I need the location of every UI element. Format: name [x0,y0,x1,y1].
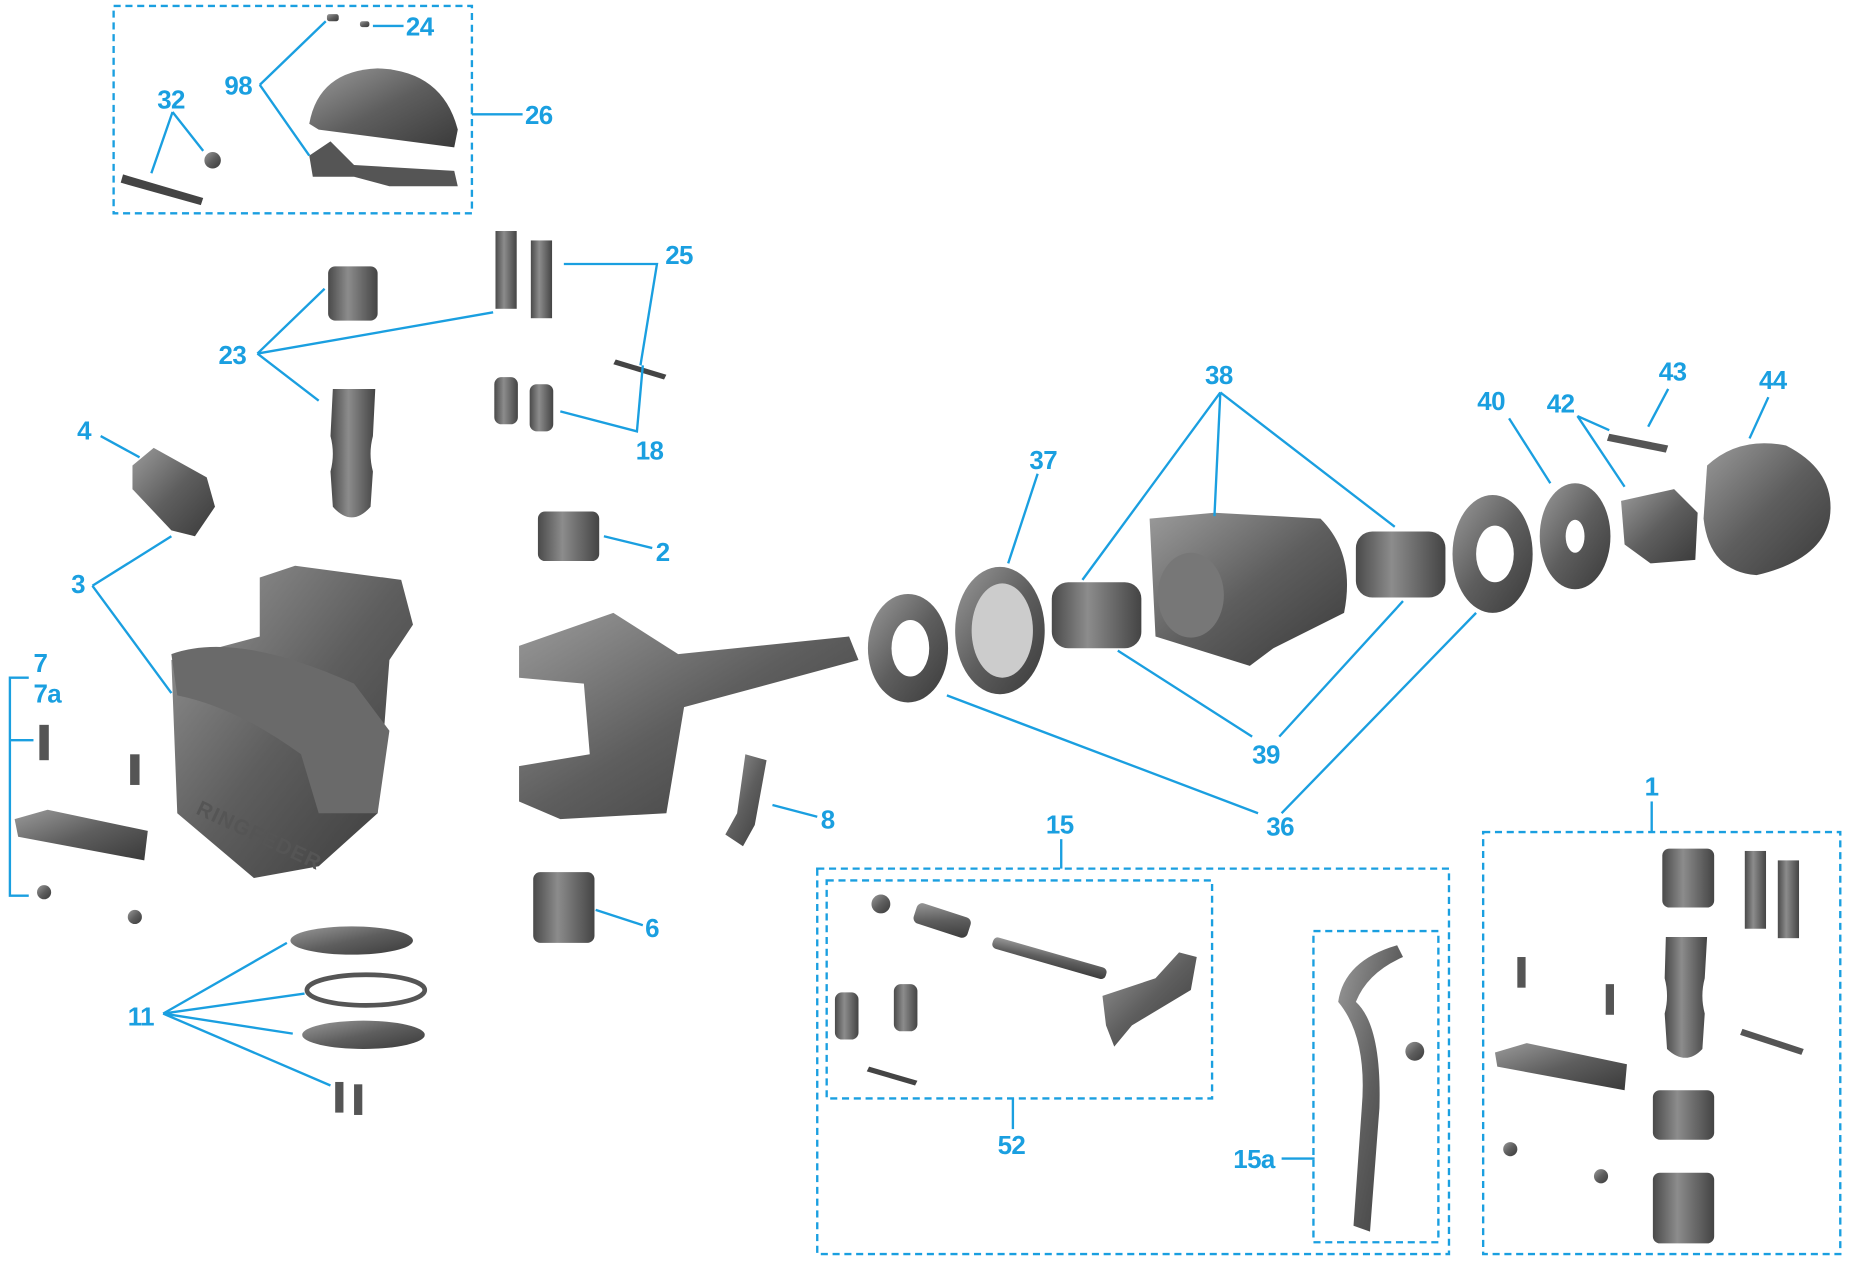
group-box-15 [816,867,1451,1256]
part-screw-1b [1605,984,1614,1015]
part-screw-24a [326,14,339,22]
label-7: 7 [33,650,47,678]
part-bearing-39a [1051,582,1142,649]
label-6: 6 [645,915,659,943]
label-25: 25 [665,242,693,270]
part-bushing-6 [533,872,595,943]
part-ball-52 [871,894,891,914]
part-nut-1b [1593,1169,1609,1184]
part-shaft-52 [992,937,1107,979]
part-clip-8 [725,754,767,847]
part-lever-52 [1102,952,1197,1047]
label-26: 26 [525,102,553,130]
part-bushing-18a [494,377,518,425]
label-24: 24 [406,13,435,41]
part-screw-7b [130,754,140,785]
part-bushing-52b [893,984,918,1032]
label-3: 3 [71,571,85,599]
label-42: 42 [1547,391,1575,419]
part-bushing-52a [834,992,859,1040]
label-8: 8 [821,807,835,835]
part-lever-98 [309,141,458,187]
part-cap-44 [1703,443,1831,576]
label-52: 52 [998,1132,1026,1160]
part-screw-24b [359,21,370,28]
part-cotter-1 [1740,1028,1804,1055]
part-spring-1b [1777,860,1800,939]
group-box-1 [1481,830,1842,1256]
part-nut-15a [1405,1041,1425,1061]
group-box-15a [1312,929,1440,1244]
part-pin-1 [1664,936,1708,1058]
part-sleeve-1 [1662,848,1715,908]
part-bolt-11a [335,1081,344,1113]
part-bushing-1a [1652,1090,1715,1140]
label-7a: 7a [33,680,62,708]
part-bolt-11b [354,1084,363,1115]
part-nut-32 [204,152,221,169]
part-sleeve-23 [328,266,378,321]
part-labels: 24 98 26 32 25 23 18 4 2 3 7 7a 8 6 11 3… [33,13,1788,1174]
label-11: 11 [128,1003,154,1031]
part-bolt-32 [120,174,204,206]
label-1: 1 [1645,774,1659,802]
part-cotter-43 [1606,433,1669,453]
part-spindle [519,612,859,820]
part-bracket-4 [132,447,215,537]
part-handle-15a [1338,945,1404,1232]
label-38: 38 [1205,362,1233,390]
part-nut-7b [127,909,142,925]
label-4: 4 [77,418,92,446]
part-ring-11 [304,972,428,1008]
part-bearing-39b [1355,531,1446,598]
label-37: 37 [1029,447,1057,475]
part-pin-52 [866,1066,918,1086]
label-36: 36 [1266,814,1294,842]
label-43: 43 [1659,359,1687,387]
part-spring-1a [1744,850,1767,929]
part-nut-1a [1503,1142,1518,1157]
part-pin-23 [330,388,376,518]
part-screw-7a [39,724,49,761]
leader-lines [8,20,1770,1160]
part-plate-11 [290,926,413,955]
part-spring-25b [530,240,553,319]
group-box-52 [825,879,1214,1100]
label-39: 39 [1252,742,1280,770]
part-disc-11 [302,1020,425,1049]
part-jaw-3 [171,646,390,814]
part-bushing-1b [1652,1172,1715,1244]
parts: RINGFEDER [14,14,1831,1244]
label-40: 40 [1477,388,1505,416]
part-bushing-2 [537,511,600,562]
label-98: 98 [224,72,252,100]
label-18: 18 [636,438,664,466]
label-44: 44 [1759,367,1788,395]
label-15: 15 [1046,811,1074,839]
part-nut-7a [37,885,52,900]
part-nut-42 [1621,489,1698,564]
part-plate-7 [14,809,148,861]
part-spring-25a [495,231,517,309]
part-sleeve-52 [913,903,971,938]
part-pin-25 [613,359,667,380]
part-cover-26 [309,68,458,148]
label-32: 32 [157,86,185,114]
part-bushing-18b [529,384,554,432]
label-2: 2 [656,539,670,567]
group-box-top [112,4,474,215]
label-15a: 15a [1233,1146,1276,1174]
label-23: 23 [219,342,247,370]
part-screw-1a [1517,957,1526,988]
part-plate-1 [1494,1043,1627,1091]
